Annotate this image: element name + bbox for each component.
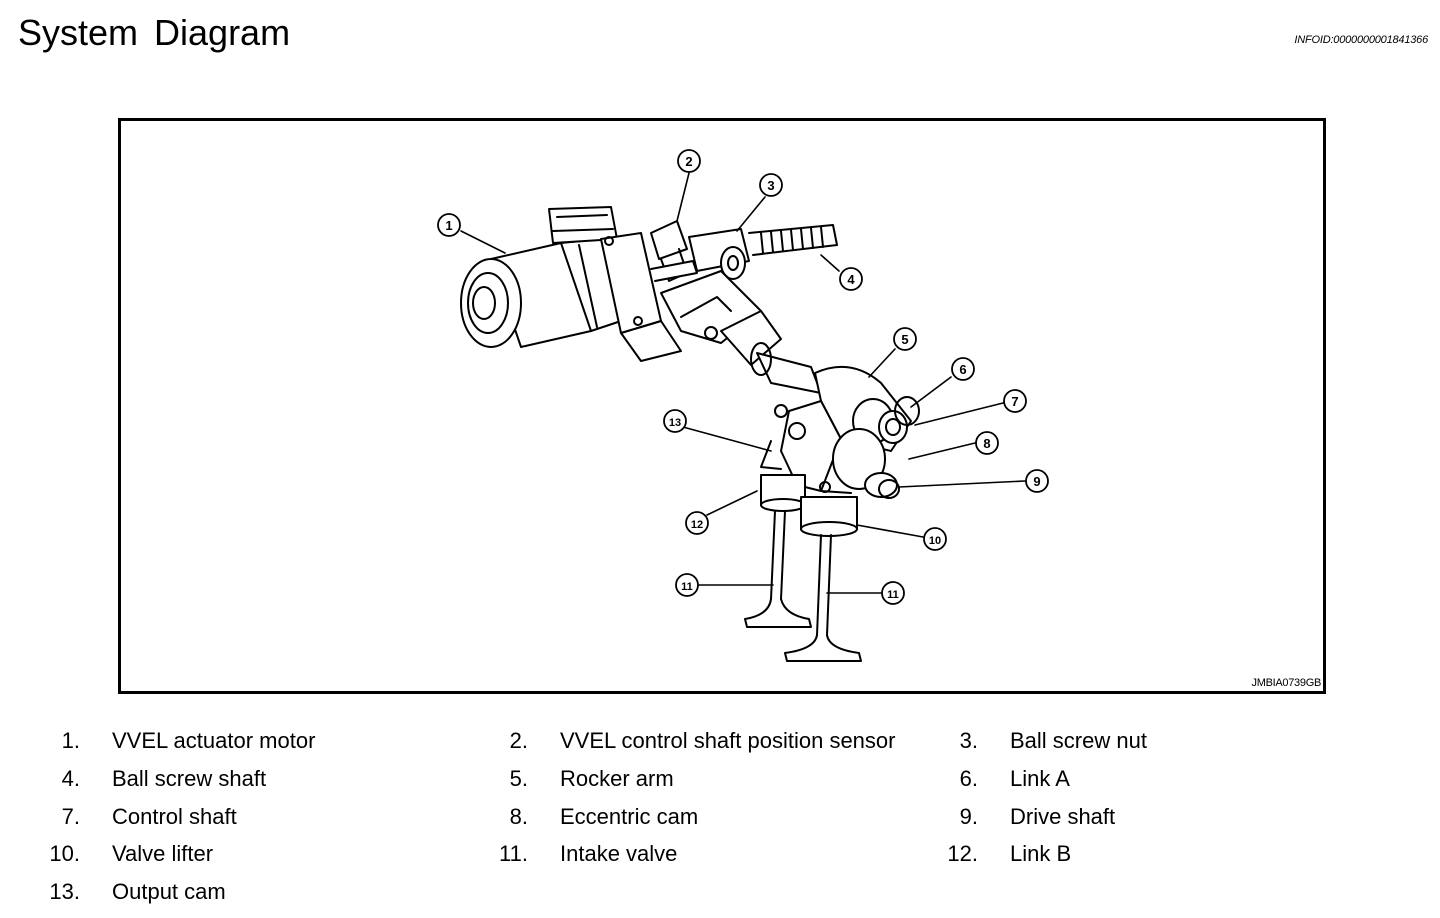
legend-label: Drive shaft	[1010, 804, 1116, 829]
callout-11a	[675, 573, 699, 597]
legend-number: 6.	[959, 766, 978, 791]
legend-number: 2.	[509, 728, 528, 753]
ball-screw-drawing	[650, 224, 838, 282]
legend-number: 3.	[959, 728, 978, 753]
legend-number: 12.	[947, 841, 978, 866]
legend-number: 4.	[61, 766, 80, 791]
callout-label: 11	[681, 581, 693, 593]
callout-8	[975, 431, 999, 455]
legend-label: Ball screw shaft	[112, 766, 267, 791]
legend-label: Link B	[1010, 841, 1072, 866]
valve-lifter-drawing	[760, 474, 858, 537]
legend-label: Eccentric cam	[560, 804, 699, 829]
callout-12	[685, 511, 709, 535]
callout-3	[759, 173, 783, 197]
legend-label: Output cam	[112, 879, 226, 904]
callout-5	[893, 327, 917, 351]
callout-label: 7	[1011, 394, 1018, 409]
figure-code: JMBIA0739GB	[1251, 677, 1322, 689]
callout-2	[677, 149, 701, 173]
actuator-motor-drawing	[460, 206, 682, 362]
info-id: INFOID:0000000001841366	[1294, 34, 1428, 46]
callout-label: 11	[887, 589, 899, 601]
callout-7	[1003, 389, 1027, 413]
callout-11b	[881, 581, 905, 605]
system-diagram-figure: 1 2 3 4 5 6 7 8 9 10 11 11 12 13 JMBIA07…	[118, 118, 1326, 694]
legend-label: Intake valve	[560, 841, 678, 866]
legend-number: 9.	[959, 804, 978, 829]
callout-10	[923, 527, 947, 551]
legend-label: VVEL actuator motor	[112, 728, 316, 753]
legend-number: 5.	[509, 766, 528, 791]
callout-label: 5	[901, 332, 908, 347]
callout-label: 6	[959, 362, 966, 377]
legend-label: Rocker arm	[560, 766, 674, 791]
callout-4	[839, 267, 863, 291]
callout-label: 12	[691, 519, 703, 531]
callout-6	[951, 357, 975, 381]
callout-label: 3	[767, 178, 774, 193]
cam-assembly-drawing	[760, 366, 920, 499]
callouts	[437, 149, 1049, 605]
legend-label: Valve lifter	[112, 841, 214, 866]
legend-label: Ball screw nut	[1010, 728, 1147, 753]
page-title: System Diagram	[18, 12, 291, 53]
callout-numbers: 1 2 3 4 5 6 7 8 9 10 11 11 12 13	[445, 154, 1040, 601]
linkage-drawing	[660, 270, 822, 394]
legend-number: 13.	[49, 879, 80, 904]
callout-label: 10	[929, 535, 941, 547]
callout-label: 13	[669, 417, 681, 429]
legend-number: 1.	[61, 728, 80, 753]
legend-number: 7.	[61, 804, 80, 829]
leader-lines	[460, 172, 1026, 594]
legend-label: Control shaft	[112, 804, 237, 829]
callout-label: 2	[685, 154, 692, 169]
callout-label: 9	[1033, 474, 1040, 489]
callout-label: 1	[445, 218, 452, 233]
legend-label: VVEL control shaft position sensor	[560, 728, 896, 753]
callout-13	[663, 409, 687, 433]
intake-valve-drawing	[744, 510, 862, 662]
callout-1	[437, 213, 461, 237]
diagram-illustration: 1 2 3 4 5 6 7 8 9 10 11 11 12 13	[437, 149, 1049, 662]
legend-number: 10.	[49, 841, 80, 866]
legend-number: 8.	[509, 804, 528, 829]
callout-label: 4	[847, 272, 855, 287]
callout-9	[1025, 469, 1049, 493]
legend-number: 11.	[499, 841, 528, 866]
legend-label: Link A	[1010, 766, 1070, 791]
callout-label: 8	[983, 436, 990, 451]
